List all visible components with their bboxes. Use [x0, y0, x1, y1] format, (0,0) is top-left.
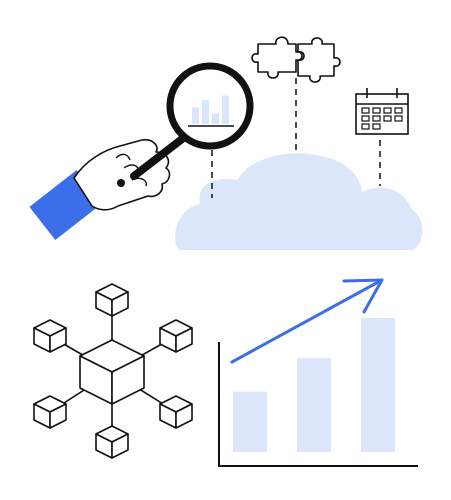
satellite-cube [95, 425, 129, 459]
magnifier-bar [192, 107, 199, 124]
cube-face [49, 327, 67, 353]
chart-bar [233, 391, 267, 452]
satellite-cube [95, 283, 129, 317]
cube-face [175, 327, 193, 353]
chart-bar [361, 318, 395, 452]
blockchain-cubes-icon [33, 283, 193, 459]
calendar-cell [372, 115, 381, 122]
calendar-cell [383, 115, 392, 122]
satellite-cube [159, 395, 193, 429]
cube-face [175, 403, 193, 429]
magnifier-bar [212, 113, 219, 124]
calendar-cell [361, 107, 370, 114]
central-cube [79, 339, 145, 405]
chart-bar [297, 358, 331, 452]
calendar-cell [394, 107, 403, 114]
calendar-cell [394, 115, 403, 122]
cloud-icon [175, 153, 423, 250]
magnifier-chart [192, 95, 229, 124]
cube-face [49, 403, 67, 429]
calendar-cell [361, 115, 370, 122]
trend-arrow-icon [230, 278, 384, 364]
bar-chart-bars [233, 318, 395, 452]
magnifier-bar [222, 95, 229, 124]
magnifying-glass-icon [130, 62, 254, 180]
calendar-grid [361, 107, 403, 130]
calendar-cell [361, 123, 370, 130]
dashed-connectors [211, 78, 381, 198]
calendar-cell [372, 123, 381, 130]
satellite-cube [33, 395, 67, 429]
cube-face [111, 291, 129, 317]
hand-icon [29, 138, 171, 241]
calendar-icon [355, 88, 409, 135]
cube-face [111, 433, 129, 459]
magnifier-bar [202, 100, 209, 124]
bar-chart-icon [218, 318, 418, 467]
calendar-cell [383, 107, 392, 114]
satellite-cube [33, 319, 67, 353]
satellite-cube [159, 319, 193, 353]
calendar-cell [372, 107, 381, 114]
puzzle-icon [251, 36, 341, 83]
cube-face [111, 355, 145, 405]
